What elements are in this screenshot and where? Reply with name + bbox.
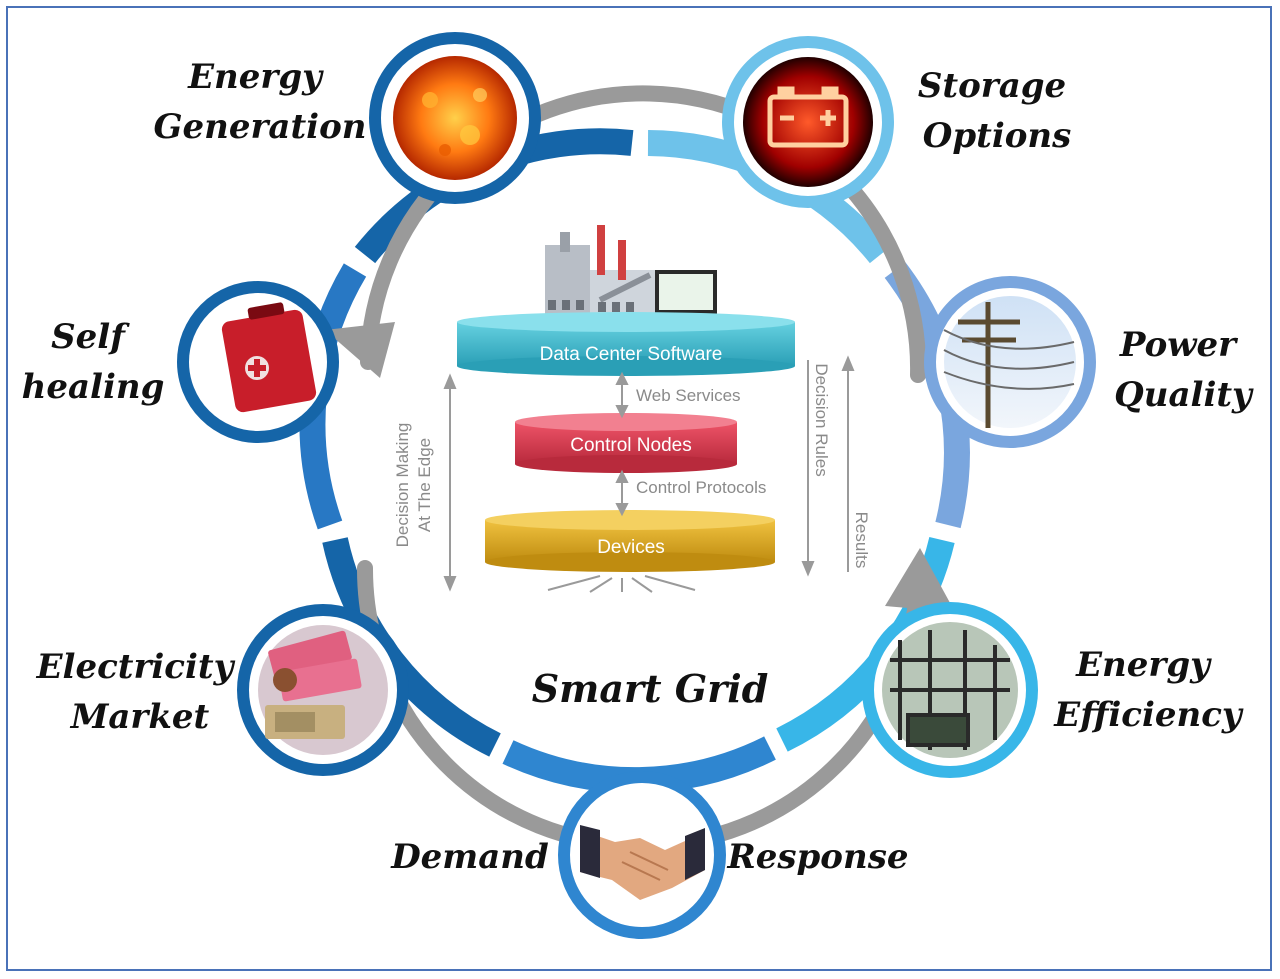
label-self-healing-1: Self — [51, 317, 130, 357]
sun-icon — [393, 56, 517, 180]
decision-rules-label: Decision Rules — [812, 363, 831, 476]
connectors — [443, 355, 855, 593]
label-power-quality-1: Power — [1119, 325, 1238, 365]
label-self-healing-2: healing — [22, 367, 165, 407]
money-icon — [258, 625, 388, 755]
arrowhead-left — [325, 322, 395, 378]
first-aid-kit-icon — [221, 302, 317, 413]
energy-generation-node — [369, 32, 541, 204]
label-energy-generation-1: Energy — [187, 57, 324, 97]
label-energy-efficiency-1: Energy — [1075, 645, 1212, 685]
label-data-center-software: Data Center Software — [540, 344, 723, 365]
substation-icon — [890, 630, 1010, 750]
label-electricity-market-2: Market — [70, 697, 210, 737]
label-results: Results — [852, 512, 871, 569]
decision-making-label: Decision Making At The Edge — [393, 423, 434, 548]
cycle-arrow-top — [360, 85, 927, 383]
label-control-nodes: Control Nodes — [570, 435, 691, 456]
self-healing-node — [177, 281, 339, 443]
label-energy-efficiency-2: Efficiency — [1053, 695, 1244, 735]
power-pole-icon — [943, 302, 1075, 428]
power-quality-node — [924, 276, 1096, 448]
energy-efficiency-node — [862, 602, 1038, 778]
storage-options-node — [722, 36, 894, 208]
label-storage-options-1: Storage — [918, 66, 1066, 106]
electricity-market-node — [237, 604, 409, 776]
label-power-quality-2: Quality — [1114, 375, 1254, 415]
label-control-protocols: Control Protocols — [636, 478, 766, 497]
label-electricity-market-1: Electricity — [36, 647, 236, 687]
cycle-arrowheads — [325, 322, 955, 612]
label-decision-rules: Decision Rules — [812, 363, 831, 476]
data-center-icon — [545, 225, 717, 326]
label-response: Response — [727, 837, 909, 877]
label-energy-generation-2: Generation — [154, 107, 367, 147]
disc-control-nodes — [515, 413, 737, 473]
label-demand: Demand — [390, 837, 549, 877]
demand-response-node — [558, 771, 726, 939]
battery-icon — [767, 86, 849, 148]
label-web-services: Web Services — [636, 386, 741, 405]
results-label: Results — [852, 512, 871, 569]
arrowhead-right — [885, 548, 955, 612]
label-decision-making-2: At The Edge — [415, 438, 434, 532]
diagram-frame — [6, 6, 1272, 971]
label-decision-making-1: Decision Making — [393, 423, 412, 548]
label-storage-options-2: Options — [923, 116, 1072, 156]
smart-grid-title: Smart Grid — [532, 666, 769, 711]
label-devices: Devices — [597, 537, 665, 558]
disc-data-center-software — [457, 312, 795, 376]
handshake-icon — [580, 825, 705, 900]
disc-devices — [485, 510, 775, 572]
